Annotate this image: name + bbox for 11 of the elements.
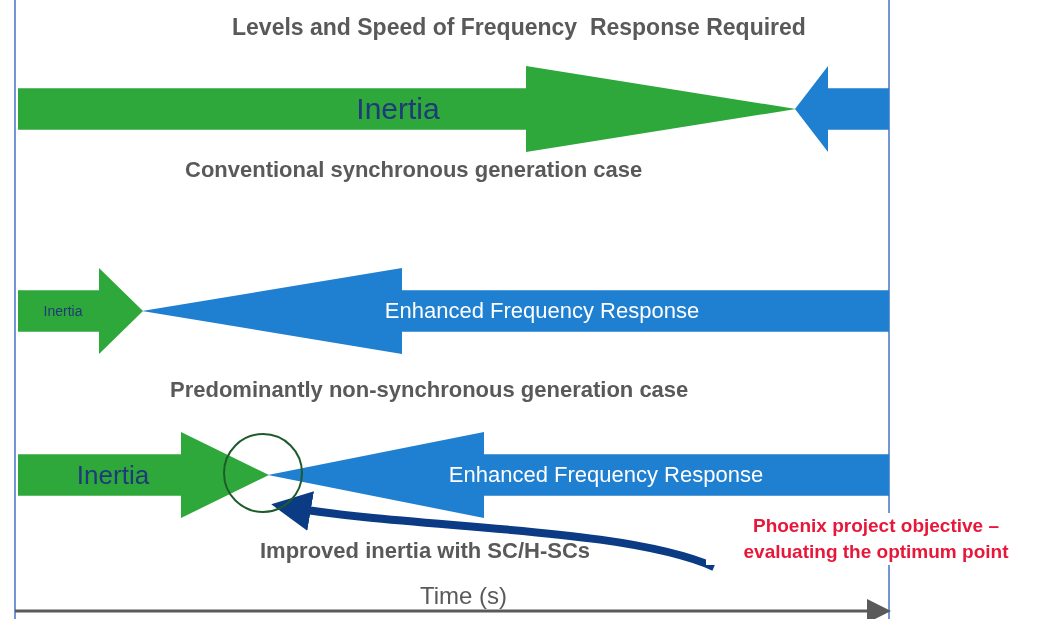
arrow-label: Enhanced Frequency Response: [384, 298, 700, 324]
arrow-label: Enhanced Frequency Response: [448, 462, 764, 488]
axis-label: Time (s): [420, 582, 508, 610]
curved-arrow: [271, 490, 716, 571]
arrow-label: Inertia: [76, 459, 150, 491]
case-caption: Improved inertia with SC/H-SCs: [260, 538, 591, 564]
arrow-label: Inertia: [43, 303, 83, 319]
case-caption: Predominantly non-synchronous generation case: [170, 377, 689, 403]
title: Levels and Speed of Frequency Response Required: [232, 14, 806, 41]
arrow-label: Inertia: [356, 92, 440, 126]
case-caption: Conventional synchronous generation case: [185, 157, 643, 183]
